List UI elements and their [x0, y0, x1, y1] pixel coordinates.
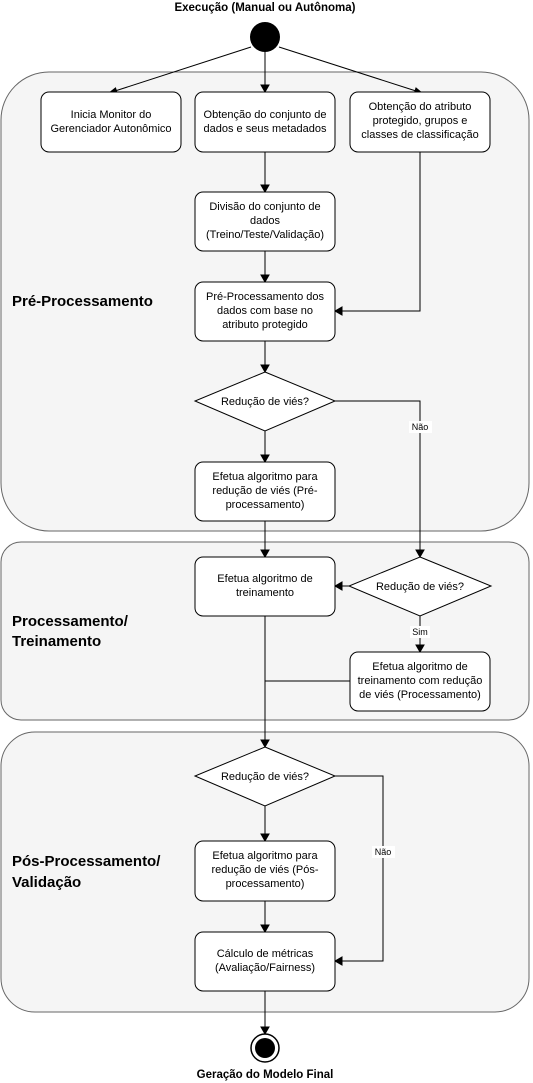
text-line: Treinamento — [12, 633, 101, 650]
text-line: Divisão do conjunto de — [209, 201, 320, 213]
arrowhead — [260, 364, 270, 374]
node-inicia-monitor — [40, 91, 182, 153]
end-label: Geração do Modelo Final — [197, 1069, 334, 1081]
edge-label-nao-pos: Não — [375, 847, 392, 857]
decision-reducao-vies-proc — [347, 556, 493, 617]
text-line: de viés (Processamento) — [359, 689, 481, 701]
arrowhead — [260, 833, 270, 843]
node-divisao-text: Divisão do conjunto de dados (Treino/Teste… — [206, 201, 324, 241]
node-alg-proc — [349, 651, 491, 712]
text-line: redução de viés (Pré- — [212, 485, 317, 497]
edge-label-sim-proc: Sim — [412, 627, 428, 637]
arrowhead — [415, 644, 425, 654]
node-calculo-metricas-text: Cálculo de métricas (Avaliação/Fairness) — [215, 948, 315, 974]
edge-label-nao-pre: Não — [412, 422, 429, 432]
text-line: (Treino/Teste/Validação) — [206, 229, 324, 241]
start-label: Execução (Manual ou Autônoma) — [174, 2, 355, 14]
text-line: protegido, grupos e — [373, 115, 468, 127]
text-line: dados — [250, 215, 280, 227]
arrowhead — [260, 1026, 270, 1036]
node-alg-pos-text: Efetua algoritmo para redução de viés (Pó… — [212, 850, 319, 890]
edge-label-bg — [409, 421, 432, 433]
text-line: processamento) — [226, 499, 305, 511]
text-line: Validação — [12, 874, 81, 891]
text-line: Efetua algoritmo para — [212, 471, 318, 483]
arrowhead — [260, 739, 270, 749]
text-line: redução de viés (Pós- — [212, 864, 319, 876]
lane-label-pre: Pré-Processamento — [12, 293, 153, 310]
edge-decisao-nao-decisao-proc — [335, 400, 421, 556]
text-line: Obtenção do atributo — [369, 101, 472, 113]
text-line: Efetua algoritmo para — [212, 850, 318, 862]
text-line: processamento) — [226, 878, 305, 890]
lane-label-proc: Processamento/Treinamento — [12, 613, 129, 650]
text-line: Redução de viés? — [376, 581, 464, 593]
text-line: Pré-Processamento — [12, 293, 153, 310]
text-line: dados e seus metadados — [204, 123, 327, 135]
node-preprocessamento — [194, 281, 336, 342]
arrowhead — [260, 454, 270, 464]
text-line: Processamento/ — [12, 613, 129, 630]
node-inicia-monitor-text: Inicia Monitor do Gerenciador Autonômico — [50, 109, 171, 135]
end-node-core — [255, 1038, 275, 1058]
text-line: Pré-Processamento dos — [206, 291, 324, 303]
node-calculo-metricas — [194, 931, 336, 992]
edge-decisao-pos-nao-metricas — [335, 775, 384, 962]
decision-reducao-vies-pos-text: Redução de viés? — [221, 771, 309, 783]
edge-atributo-preproc — [335, 152, 421, 312]
lane-label-pos: Pós-Processamento/Validação — [12, 853, 161, 891]
decision-reducao-vies-pre — [193, 371, 337, 432]
text-line: treinamento — [236, 587, 294, 599]
text-line: Redução de viés? — [221, 396, 309, 408]
edge-start-monitor — [114, 46, 252, 92]
text-line: Obtenção do conjunto de — [204, 109, 327, 121]
text-line: Cálculo de métricas — [217, 948, 314, 960]
text-line: Inicia Monitor do — [71, 109, 152, 121]
node-alg-proc-text: Efetua algoritmo de treinamento com reduç… — [358, 661, 483, 701]
text-line: classes de classificação — [361, 129, 478, 141]
node-obtencao-dados-text: Obtenção do conjunto de dados e seus meta… — [204, 109, 327, 135]
node-alg-pos — [194, 840, 336, 902]
edge-label-bg — [372, 846, 395, 858]
arrowhead — [333, 306, 343, 316]
node-treinamento-text: Efetua algoritmo de treinamento — [217, 573, 312, 599]
node-obtencao-dados — [194, 91, 336, 153]
node-preprocessamento-text: Pré-Processamento dos dados com base no at… — [206, 291, 324, 331]
text-line: (Avaliação/Fairness) — [215, 962, 315, 974]
decision-reducao-vies-proc-text: Redução de viés? — [376, 581, 464, 593]
start-node — [250, 22, 280, 52]
node-obtencao-atributo — [349, 91, 491, 153]
arrowhead — [260, 274, 270, 284]
edge-start-obtencao-atributo — [278, 46, 417, 92]
edge-label-bg — [410, 626, 430, 638]
node-alg-pre-text: Efetua algoritmo para redução de viés (Pr… — [212, 471, 318, 511]
text-line: dados com base no — [217, 305, 313, 317]
arrowhead — [260, 549, 270, 559]
node-treinamento — [194, 556, 336, 617]
text-line: Efetua algoritmo de — [217, 573, 312, 585]
text-line: Efetua algoritmo de — [372, 661, 467, 673]
text-line: Gerenciador Autonômico — [50, 123, 171, 135]
decision-reducao-vies-pre-text: Redução de viés? — [221, 396, 309, 408]
arrowhead — [415, 549, 425, 559]
node-obtencao-atributo-text: Obtenção do atributo protegido, grupos e c… — [361, 101, 478, 141]
node-alg-pre — [194, 461, 336, 522]
text-line: treinamento com redução — [358, 675, 483, 687]
text-line: atributo protegido — [222, 319, 308, 331]
arrowhead — [260, 84, 270, 94]
arrowhead — [333, 956, 343, 966]
node-divisao — [194, 191, 336, 252]
decision-reducao-vies-pos — [193, 746, 337, 807]
text-line: Pós-Processamento/ — [12, 853, 161, 870]
text-line: Redução de viés? — [221, 771, 309, 783]
arrowhead — [260, 924, 270, 934]
arrowhead — [333, 581, 343, 591]
arrowhead — [260, 184, 270, 194]
